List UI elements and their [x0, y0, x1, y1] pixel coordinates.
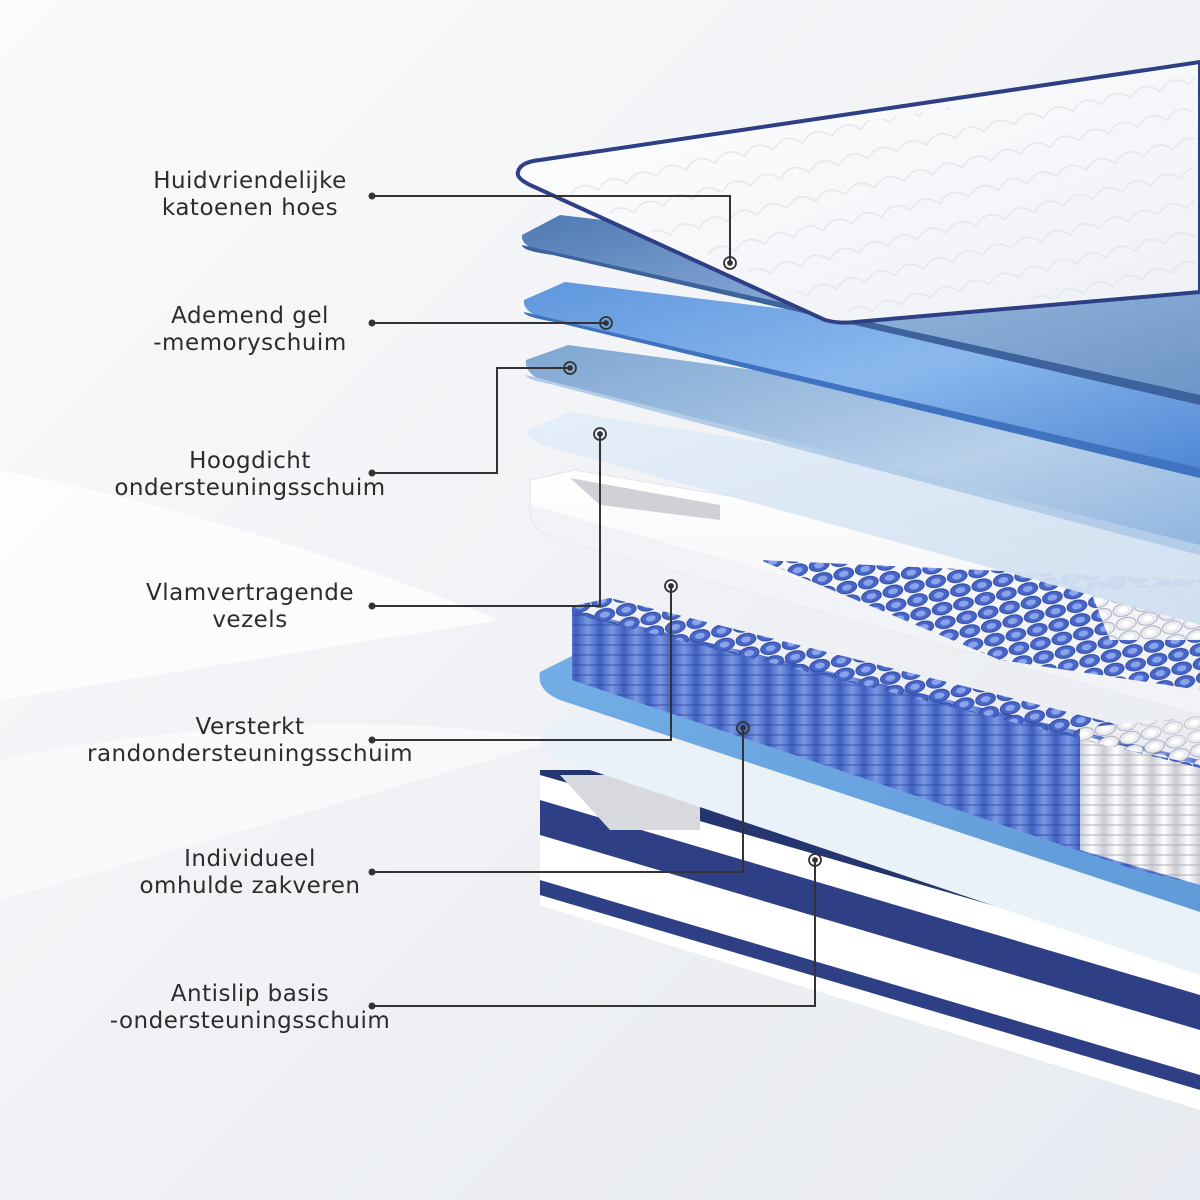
layer-edge-support-frame: [529, 469, 1200, 716]
label-pocket-springs: Individueel omhulde zakveren: [139, 846, 361, 899]
leader-line-high-density: [372, 367, 570, 474]
layer-flame-retardant-fiber: [527, 412, 1200, 625]
background-sheet-fold: [0, 470, 500, 700]
background-sheet-fold-2: [0, 724, 560, 900]
label-flame-retardant-fibers: Vlamvertragende vezels: [146, 580, 354, 633]
label-high-density-foam: Hoogdicht ondersteuningsschuim: [114, 448, 386, 501]
label-cotton-cover: Huidvriendelijke katoenen hoes: [153, 168, 347, 221]
label-antislip-base: Antislip basis -ondersteuningsschuim: [109, 981, 391, 1034]
label-gel-memory-foam: Ademend gel -memoryschuim: [153, 303, 347, 356]
leader-line-base: [372, 860, 816, 1007]
leader-lines: [372, 195, 816, 1007]
leader-line-springs: [372, 728, 744, 873]
layer-high-density-foam: [525, 345, 1200, 555]
target-markers: [563, 256, 822, 867]
layer-bottom-foam: [539, 712, 1200, 975]
pocket-springs: [572, 598, 1200, 885]
label-edge-support-foam: Versterkt randondersteuningsschuim: [86, 714, 413, 767]
leader-line-fiber: [372, 434, 601, 607]
leader-line-edge: [372, 586, 672, 741]
leader-dots: [368, 192, 376, 1010]
leader-line-cover: [372, 195, 731, 263]
layer-cotton-cover: [515, 59, 1200, 325]
layer-gel-memory-foam: [523, 282, 1200, 478]
